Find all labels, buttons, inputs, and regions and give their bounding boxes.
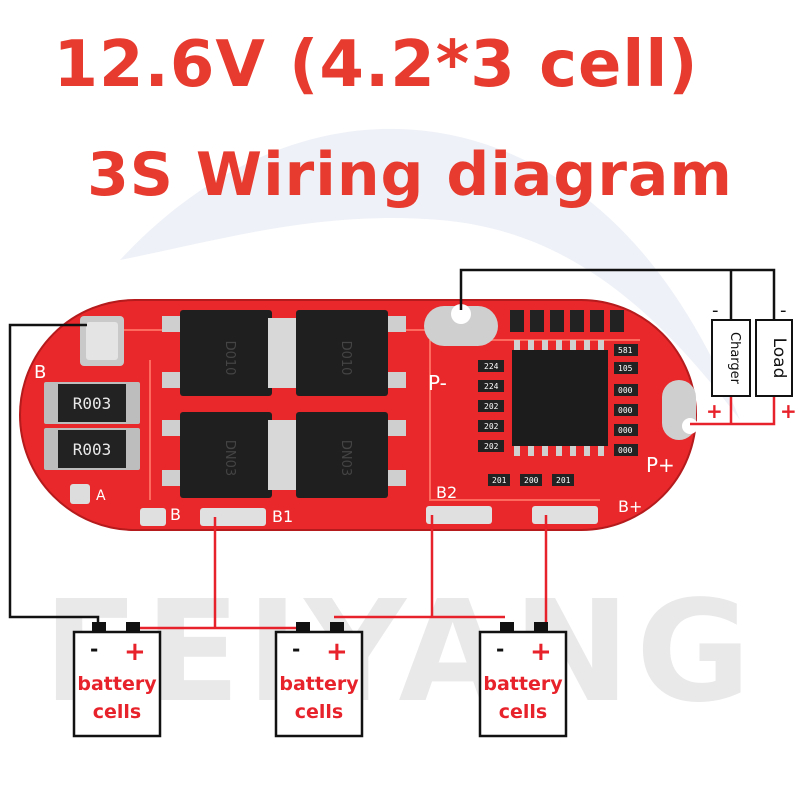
battery2-line2: cells: [295, 701, 343, 723]
background-swoosh: [120, 128, 740, 420]
charger-label: Charger: [727, 332, 742, 385]
mosfet-marking-1: D010: [222, 341, 237, 376]
smd-components: 224 224 202 202 202 201 200 201 581 105 …: [478, 344, 638, 486]
mosfet-4: DN03: [296, 412, 406, 498]
p-minus-hole: [451, 304, 471, 324]
wire-p-minus-to-load: [459, 268, 776, 320]
smd-code: 581: [618, 346, 633, 355]
smd-code: 202: [484, 442, 499, 451]
battery2-plus: +: [326, 637, 348, 667]
bms-board: R003 R003 B A D010 D010 DN03: [19, 299, 698, 531]
smd-code: 000: [618, 406, 633, 415]
battery-cell-2: - + battery cells: [274, 622, 364, 738]
pad-b1: [200, 508, 266, 526]
resistor-marking-1: R003: [73, 394, 112, 413]
charger-minus-sign: -: [712, 300, 719, 321]
sense-resistor-1: R003: [44, 382, 140, 424]
battery1-minus: -: [90, 637, 98, 661]
sense-resistor-2: R003: [44, 428, 140, 470]
battery3-minus: -: [496, 637, 504, 661]
battery1-plus: +: [124, 637, 146, 667]
p-plus-hole: [682, 418, 698, 434]
wire-p-plus-to-load: [690, 396, 776, 426]
mosfet-3: DN03: [162, 412, 296, 498]
mosfet-1: D010: [162, 310, 296, 396]
resistor-marking-2: R003: [73, 440, 112, 459]
pad-label-b1: B1: [272, 507, 293, 526]
pad-label-p-plus: P+: [646, 453, 675, 477]
smd-code: 224: [484, 382, 499, 391]
load-terminal: Load - +: [755, 300, 797, 423]
smd-code: 000: [618, 386, 633, 395]
load-label: Load: [769, 338, 789, 379]
smd-code: 202: [484, 402, 499, 411]
smd-code: 202: [484, 422, 499, 431]
title-line-2: 3S Wiring diagram: [87, 140, 733, 210]
pad-label-b-bottom: B: [170, 505, 181, 524]
pad-label-b-plus: B+: [618, 497, 642, 516]
mosfet-2: D010: [296, 310, 406, 396]
battery-cell-3: - + battery cells: [478, 622, 568, 738]
smd-code: 105: [618, 364, 633, 373]
smd-code: 000: [618, 446, 633, 455]
smd-code: 224: [484, 362, 499, 371]
pad-label-b2: B2: [436, 483, 457, 502]
pad-label-b-left: B: [34, 362, 46, 383]
battery1-line2: cells: [93, 701, 141, 723]
mosfet-marking-2: D010: [338, 341, 353, 376]
pad-a: [70, 484, 90, 504]
title-line-1: 12.6V (4.2*3 cell): [53, 28, 699, 102]
wire-b-minus-to-battery1: [8, 323, 100, 630]
battery2-minus: -: [292, 637, 300, 661]
charger-terminal: Charger - +: [706, 300, 751, 423]
protection-ic: [512, 350, 608, 446]
pad-label-p-minus: P-: [428, 371, 447, 395]
ic-pins: [514, 340, 604, 456]
smd-top-row: [510, 310, 624, 332]
smd-code: 201: [492, 476, 507, 485]
smd-code: 200: [524, 476, 539, 485]
pad-top-left-inner: [86, 322, 118, 360]
load-plus-sign: +: [780, 399, 797, 423]
pad-b: [140, 508, 166, 526]
battery3-plus: +: [530, 637, 552, 667]
battery2-line1: battery: [279, 673, 359, 695]
pad-b2: [426, 506, 492, 524]
load-minus-sign: -: [780, 300, 787, 321]
smd-code: 201: [556, 476, 571, 485]
battery1-line1: battery: [77, 673, 157, 695]
mosfet-marking-4: DN03: [338, 440, 353, 476]
smd-code: 000: [618, 426, 633, 435]
charger-plus-sign: +: [706, 399, 723, 423]
p-minus-pad: [424, 306, 498, 346]
battery-cell-1: - + battery cells: [72, 622, 162, 738]
pad-label-a: A: [96, 488, 106, 504]
battery3-line1: battery: [483, 673, 563, 695]
mosfet-marking-3: DN03: [222, 440, 237, 476]
pad-b-plus: [532, 506, 598, 524]
battery3-line2: cells: [499, 701, 547, 723]
